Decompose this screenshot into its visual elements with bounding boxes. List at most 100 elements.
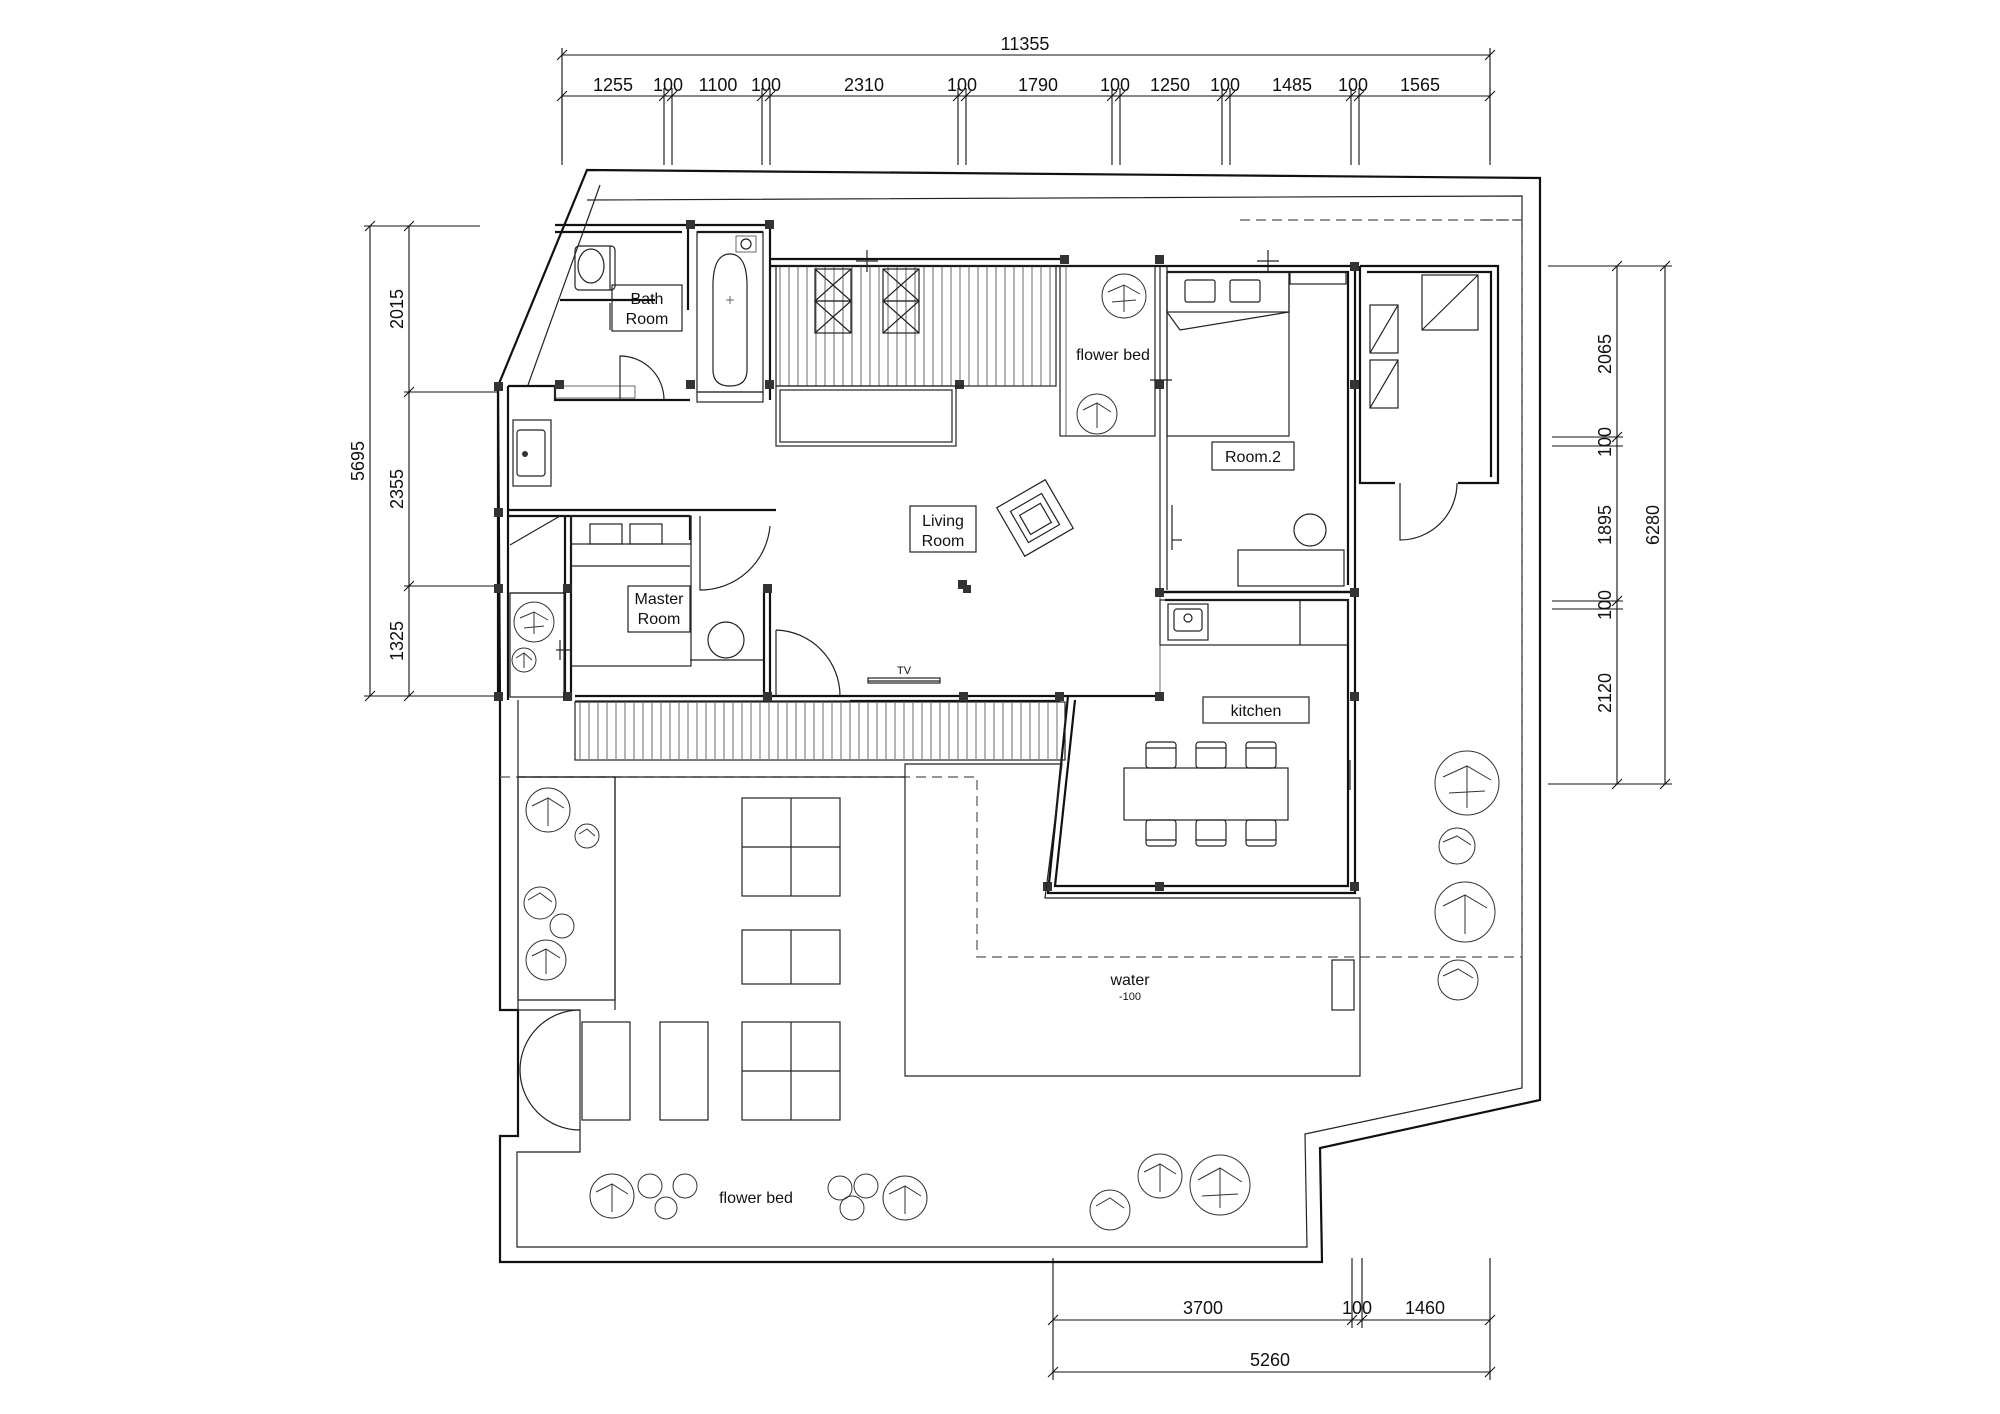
planter-east — [1434, 750, 1500, 1001]
shrub-icon — [1101, 273, 1147, 319]
kitchen-label: kitchen — [1231, 703, 1282, 720]
bathtub-icon — [712, 253, 748, 387]
planter-west — [517, 776, 905, 1010]
top-dim-5: 2310 — [844, 75, 884, 95]
shrub-icon — [1137, 1153, 1183, 1199]
shrub-icon — [637, 1173, 663, 1199]
storage-room — [1369, 274, 1479, 541]
shrub-icon — [672, 1173, 698, 1199]
right-dimension-chain: 6280 2065 100 1895 100 2120 — [1548, 260, 1672, 790]
left-dim-2: 2355 — [387, 469, 407, 509]
top-dim-11: 1485 — [1272, 75, 1312, 95]
top-dim-4: 100 — [751, 75, 781, 95]
bottom-total-dimension: 5260 — [1250, 1350, 1290, 1370]
right-dim-2: 100 — [1595, 427, 1615, 457]
tv-label: TV — [897, 665, 912, 677]
living-room-label-2: Room — [922, 533, 965, 550]
site-boundary — [496, 168, 1542, 1264]
master-room-label-1: Master — [635, 591, 685, 608]
planter-left — [509, 592, 570, 698]
dining-chairs — [1145, 741, 1277, 847]
north-deck — [775, 250, 1057, 447]
master-room: Master Room — [509, 515, 771, 667]
shrub-icon — [549, 913, 575, 939]
flower-bed-south: flower bed — [589, 1153, 1251, 1231]
bottom-dim-3: 1460 — [1405, 1298, 1445, 1318]
storage-door — [1399, 482, 1458, 541]
shrub-icon — [1434, 881, 1496, 943]
living-room: Living Room TV — [867, 478, 1075, 684]
shrub-icon — [513, 601, 555, 643]
kitchen-sink-icon — [1173, 608, 1203, 632]
right-dim-1: 2065 — [1595, 334, 1615, 374]
shrub-icon — [827, 1175, 853, 1201]
roof-outline — [500, 219, 1523, 958]
top-dimension-chain: 11355 1255 100 1100 100 2310 100 1790 10… — [556, 34, 1496, 165]
bath-room-label-2: Room — [626, 311, 669, 328]
window-icon — [814, 268, 920, 334]
bathroom: Bath Room — [554, 231, 764, 403]
top-total-dimension: 11355 — [1001, 34, 1050, 54]
shrub-icon — [1089, 1189, 1131, 1231]
right-dim-4: 100 — [1595, 590, 1615, 620]
shrub-icon — [654, 1196, 678, 1220]
water-level-label: -100 — [1119, 991, 1141, 1003]
top-dim-1: 1255 — [593, 75, 633, 95]
top-dim-3: 1100 — [699, 75, 738, 95]
toilet-icon — [577, 248, 605, 284]
master-room-label-2: Room — [638, 611, 681, 628]
living-room-door — [775, 629, 841, 697]
deck-slats-south — [574, 701, 1066, 761]
dining-table-icon — [1123, 767, 1289, 821]
shrub-icon — [525, 787, 571, 833]
shrub-icon — [853, 1173, 879, 1199]
shrub-icon — [1437, 959, 1479, 1001]
shrub-icon — [1076, 393, 1118, 435]
master-room-door — [699, 516, 771, 591]
bottom-dimension-chain: 3700 100 1460 5260 — [1047, 1258, 1496, 1380]
bath-room-label-1: Bath — [631, 291, 664, 308]
top-dim-2: 100 — [653, 75, 683, 95]
top-dim-13: 1565 — [1400, 75, 1440, 95]
flower-bed-north: flower bed — [1059, 265, 1172, 437]
shrub-icon — [1189, 1154, 1251, 1216]
shrub-icon — [1438, 827, 1476, 865]
room-2-label: Room.2 — [1225, 449, 1281, 466]
shrub-icon — [525, 939, 567, 981]
left-dimension-chain: 5695 2015 2355 1325 — [348, 220, 498, 702]
room-2: Room.2 — [1166, 250, 1347, 587]
top-dim-7: 1790 — [1018, 75, 1058, 95]
left-dim-3: 1325 — [387, 621, 407, 661]
top-dim-8: 100 — [1100, 75, 1130, 95]
bottom-dim-1: 3700 — [1183, 1298, 1223, 1318]
kitchen: kitchen — [1123, 599, 1351, 847]
top-dim-12: 100 — [1338, 75, 1368, 95]
right-dim-5: 2120 — [1595, 673, 1615, 713]
shrub-icon — [589, 1173, 635, 1219]
structural-columns — [494, 220, 1359, 891]
top-segment-labels: 1255 100 1100 100 2310 100 1790 100 1250… — [593, 75, 1440, 95]
round-table-icon — [1293, 513, 1327, 547]
right-total-dimension: 6280 — [1643, 505, 1663, 545]
flower-bed-south-label: flower bed — [719, 1190, 793, 1207]
shrub-icon — [882, 1175, 928, 1221]
left-total-dimension: 5695 — [348, 441, 368, 481]
outdoor-seating — [581, 797, 841, 1121]
shrub-icon — [511, 647, 537, 673]
shrub-icon — [523, 886, 557, 920]
shrub-icon — [839, 1195, 865, 1221]
round-table-icon — [707, 621, 745, 659]
left-dim-1: 2015 — [387, 289, 407, 329]
vanity-sink — [512, 419, 552, 487]
top-dim-6: 100 — [947, 75, 977, 95]
top-dim-10: 100 — [1210, 75, 1240, 95]
entry-door[interactable] — [519, 1009, 581, 1131]
flower-bed-north-label: flower bed — [1076, 347, 1150, 364]
bottom-dim-2: 100 — [1342, 1298, 1372, 1318]
armchair-icon — [995, 478, 1075, 558]
top-dim-9: 1250 — [1150, 75, 1190, 95]
water-pond: water -100 — [904, 763, 1361, 1077]
bathroom-door — [619, 355, 665, 401]
shrub-icon — [1434, 750, 1500, 816]
